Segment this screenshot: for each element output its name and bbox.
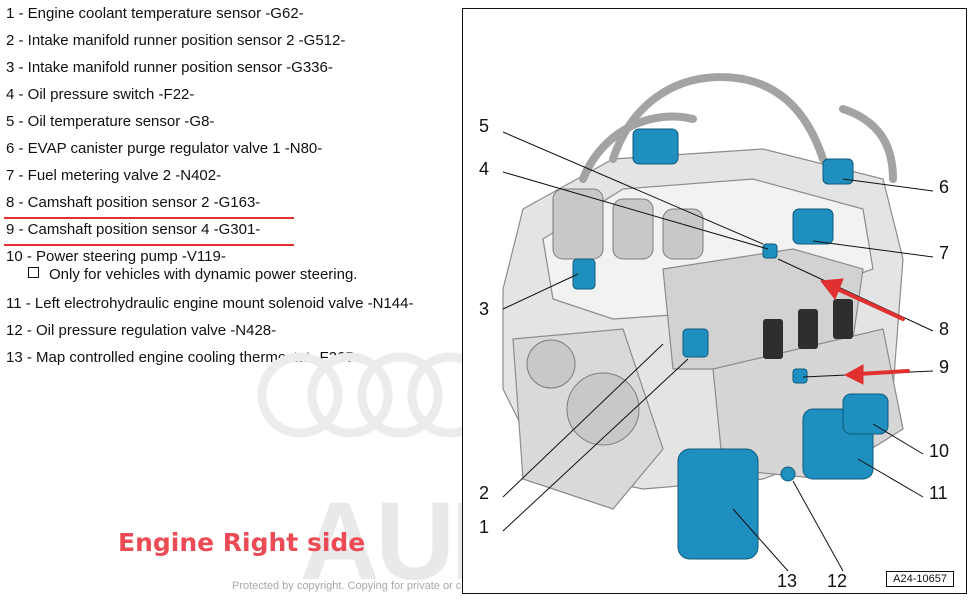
legend-item-2: 2 - Intake manifold runner position sens…	[6, 32, 346, 49]
callout-2: 2	[479, 483, 490, 503]
callout-11: 11	[929, 483, 948, 503]
legend-item-13: 13 - Map controlled engine cooling therm…	[6, 349, 359, 366]
callout-8: 8	[939, 319, 950, 339]
legend-item-5: 5 - Oil temperature sensor -G8-	[6, 113, 215, 130]
callout-13: 13	[777, 571, 798, 591]
legend-item-11: 11 - Left electrohydraulic engine mount …	[6, 295, 414, 312]
legend-item-1: 1 - Engine coolant temperature sensor -G…	[6, 5, 304, 22]
callout-12: 12	[827, 571, 848, 591]
legend-item-12: 12 - Oil pressure regulation valve -N428…	[6, 322, 277, 339]
callout-10: 10	[929, 441, 950, 461]
legend-item-6: 6 - EVAP canister purge regulator valve …	[6, 140, 323, 157]
audi-rings-watermark	[257, 352, 465, 438]
callout-6: 6	[939, 177, 950, 197]
callout-1: 1	[479, 517, 490, 537]
legend-item-3: 3 - Intake manifold runner position sens…	[6, 59, 333, 76]
legend-note-text: Only for vehicles with dynamic power ste…	[49, 266, 358, 283]
red-highlight-arrows	[820, 278, 910, 385]
callout-7: 7	[939, 243, 950, 263]
callout-3: 3	[479, 299, 490, 319]
callout-4: 4	[479, 159, 490, 179]
callout-5: 5	[479, 116, 490, 136]
legend-item-7: 7 - Fuel metering valve 2 -N402-	[6, 167, 222, 184]
legend-item-4: 4 - Oil pressure switch -F22-	[6, 86, 195, 103]
component-legend: 1 - Engine coolant temperature sensor -G…	[4, 4, 456, 375]
figure-id: A24-10657	[886, 571, 954, 587]
callout-9: 9	[939, 357, 950, 377]
engine-illustration	[502, 73, 934, 572]
copyright-notice: Protected by copyright. Copying for priv…	[232, 580, 462, 592]
legend-item-9: 9 - Camshaft position sensor 4 -G301-	[4, 220, 456, 247]
engine-side-caption: Engine Right side	[118, 528, 366, 557]
engine-diagram: 5 4 3 2 1 6 7 8 9 10 11 12 13 A24-10657	[462, 8, 967, 594]
legend-note: Only for vehicles with dynamic power ste…	[6, 266, 456, 294]
legend-item-10: 10 - Power steering pump -V119-	[6, 248, 226, 265]
checkbox-icon	[28, 267, 39, 278]
legend-item-8: 8 - Camshaft position sensor 2 -G163-	[4, 193, 456, 220]
